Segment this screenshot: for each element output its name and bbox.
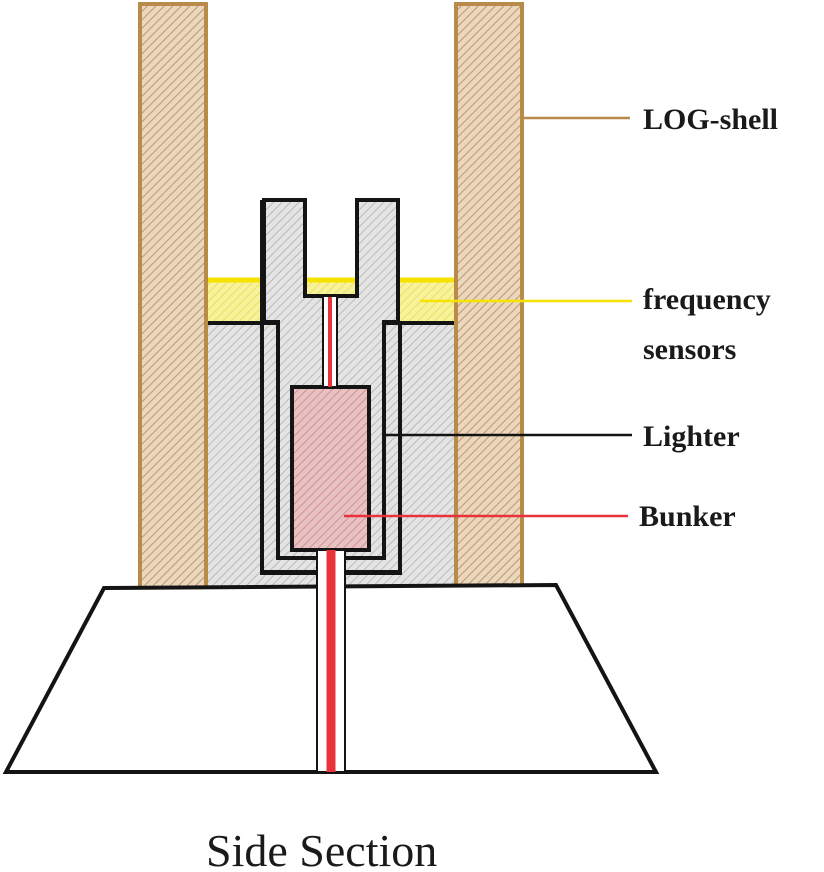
bunker-label: Bunker xyxy=(639,500,736,533)
log-shell-left xyxy=(138,2,208,590)
frequency-label-line2: sensors xyxy=(643,333,736,366)
frequency-label-line1: frequency xyxy=(643,283,771,316)
log-shell-right xyxy=(454,2,524,590)
bunker-block xyxy=(290,385,371,552)
diagram-caption: Side Section xyxy=(206,825,437,872)
log-shell-label: LOG-shell xyxy=(643,103,778,136)
lighter-label: Lighter xyxy=(643,420,740,453)
